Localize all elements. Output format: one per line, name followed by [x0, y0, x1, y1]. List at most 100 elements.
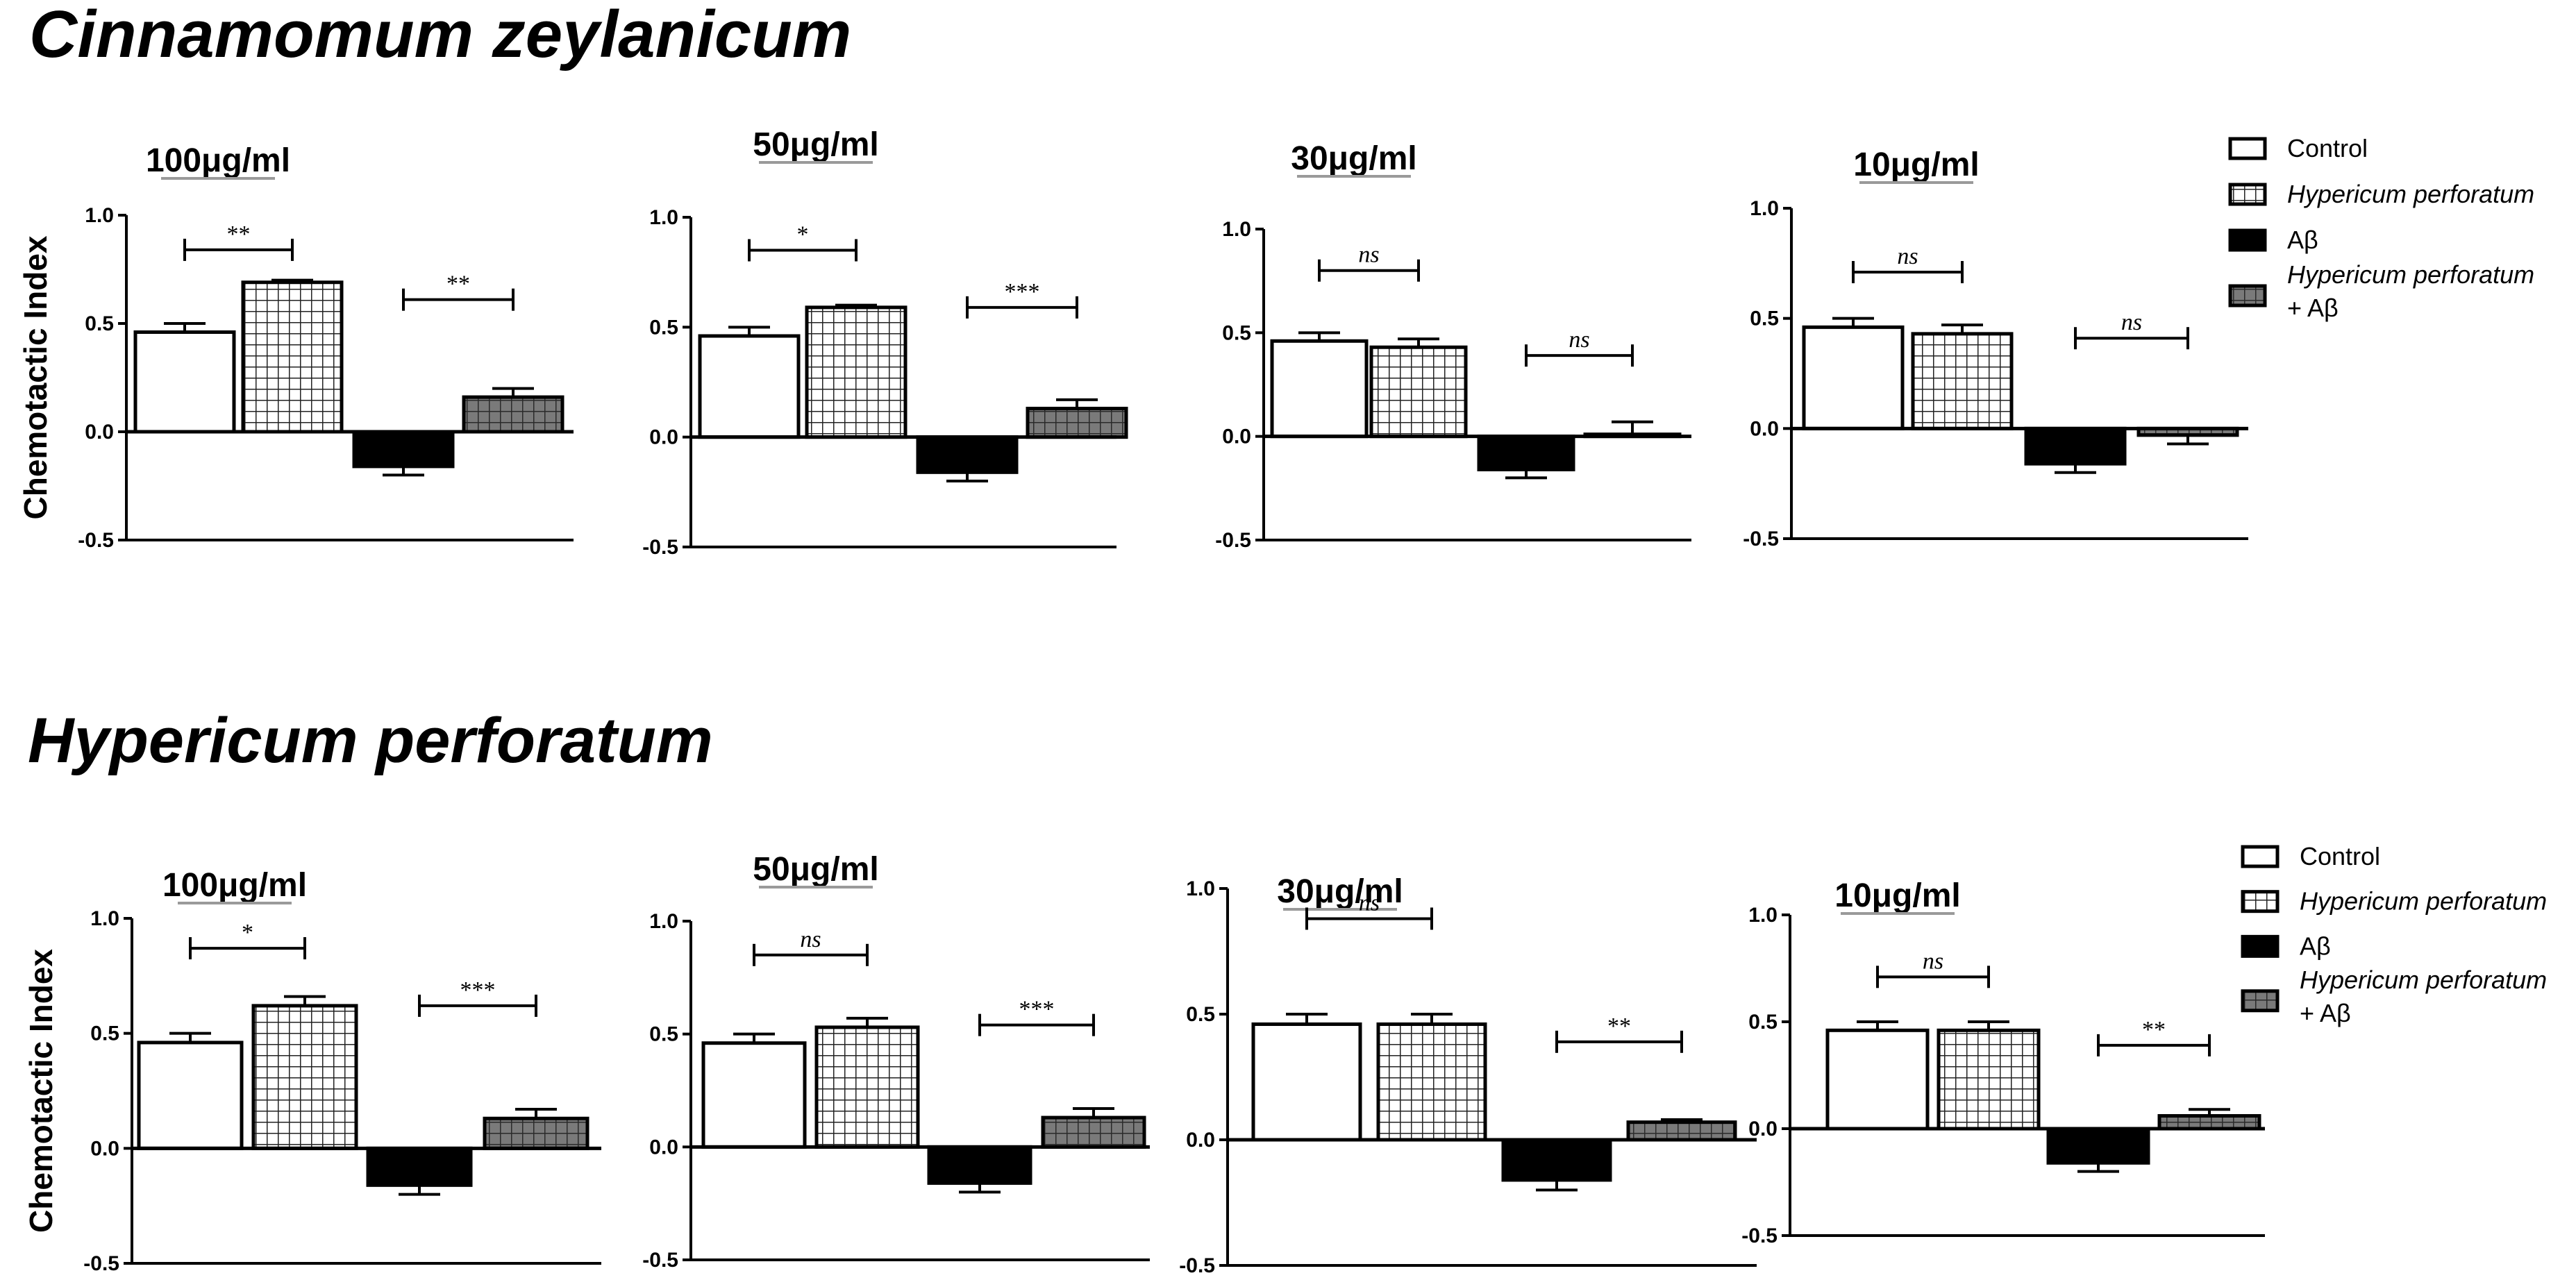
bar-1 [133, 330, 236, 434]
y-tick-label: 1.0 [1222, 218, 1251, 241]
bar-3 [1477, 435, 1575, 471]
legend-label: Hypericum perforatum [2300, 887, 2547, 916]
chart-panel-7: 30μg/ml1.00.50.0-0.5ns** [1179, 873, 1757, 1277]
y-axis-label: Chemotactic Index [17, 235, 53, 519]
y-tick-label: 0.0 [649, 426, 678, 449]
significance-label: ns [1359, 890, 1380, 916]
y-tick-label: -0.5 [642, 1249, 678, 1272]
legend-label: Hypericum perforatum [2287, 260, 2534, 289]
y-tick-label: 0.0 [1750, 417, 1779, 440]
legend-label-2: + Aβ [2287, 294, 2339, 322]
panel-title: 100μg/ml [162, 867, 307, 904]
legend-label: Hypericum perforatum [2287, 180, 2534, 208]
panel-title: 50μg/ml [753, 126, 878, 163]
significance-label: ns [1569, 327, 1589, 353]
significance-label: * [797, 222, 809, 248]
y-tick-label: 0.0 [90, 1137, 119, 1160]
bar-4 [1626, 1120, 1737, 1142]
bar-2 [251, 1004, 358, 1150]
y-tick-label: -0.5 [1743, 528, 1779, 550]
significance-label: ns [1897, 244, 1918, 269]
chart-panel-2: 50μg/ml1.00.50.0-0.5**** [642, 126, 1128, 559]
significance-bracket [402, 288, 515, 311]
panel-title: 30μg/ml [1291, 140, 1416, 177]
chart-panel-1: 100μg/ml 1.0 0.5 0.0 -0.5 Chemotactic Index **… [17, 142, 574, 552]
significance-bracket [1555, 1030, 1683, 1053]
significance-bracket [753, 943, 869, 966]
significance-bracket [978, 1013, 1095, 1036]
y-tick-label: 0.5 [90, 1022, 119, 1045]
section-title-hypericum: Hypericum perforatum [28, 705, 713, 776]
significance-label: ** [227, 221, 251, 247]
y-tick-label: 1.0 [1750, 197, 1779, 220]
legend-swatch [2228, 284, 2267, 308]
bar-4 [483, 1116, 589, 1150]
legend-swatch [2241, 934, 2280, 958]
bar-4 [462, 395, 564, 434]
bar-4 [1041, 1115, 1146, 1149]
significance-bracket [1876, 966, 1990, 988]
panel-title: 50μg/ml [753, 851, 878, 888]
bar-3 [2024, 426, 2127, 466]
legend-swatch [2228, 137, 2267, 160]
legend-label: Control [2287, 134, 2368, 162]
bar-1 [701, 1041, 807, 1149]
y-tick-label: 1.0 [90, 907, 119, 930]
significance-bracket [748, 239, 858, 262]
panel-title: 10μg/ml [1853, 146, 1979, 183]
y-tick-label: 0.5 [85, 312, 114, 335]
panel-title: 10μg/ml [1834, 877, 1960, 914]
y-axis-label: Chemotactic Index [23, 949, 59, 1233]
bar-4 [2157, 1114, 2261, 1131]
section-title-cinnamomum: Cinnamomum zeylanicum [29, 0, 851, 71]
bar-2 [814, 1025, 920, 1149]
significance-bracket [183, 238, 294, 261]
bar-2 [1937, 1028, 2041, 1131]
bar-1 [1825, 1028, 1930, 1131]
legend-label: Aβ [2300, 932, 2331, 960]
significance-label: ns [1923, 948, 1943, 974]
significance-bracket [1318, 259, 1420, 282]
panel-title: 100μg/ml [146, 142, 290, 179]
legend-swatch [2241, 845, 2280, 868]
legend-label: Aβ [2287, 226, 2318, 254]
y-tick-label: 0.5 [649, 1023, 678, 1046]
bar-3 [352, 430, 455, 469]
y-tick-label: 1.0 [1186, 877, 1215, 900]
significance-bracket [966, 296, 1078, 319]
y-tick-label: -0.5 [1179, 1254, 1215, 1277]
y-tick-label: -0.5 [642, 536, 678, 559]
legend-swatch [2228, 228, 2267, 252]
y-tick-label: 1.0 [1748, 904, 1778, 927]
y-tick-label: 0.0 [1222, 426, 1251, 448]
y-tick-label: -0.5 [78, 529, 114, 552]
bar-2 [1911, 332, 2014, 430]
bar-1 [137, 1041, 244, 1150]
y-tick-label: 1.0 [649, 206, 678, 229]
significance-label: *** [1005, 279, 1040, 305]
bar-3 [927, 1145, 1032, 1185]
significance-bracket [1525, 344, 1634, 367]
y-tick-label: -0.5 [83, 1252, 119, 1275]
significance-label: ns [1358, 242, 1379, 268]
significance-bracket [2097, 1034, 2211, 1056]
bar-2 [805, 305, 908, 439]
y-tick-label: 1.0 [85, 204, 114, 227]
y-tick-label: 0.0 [1748, 1118, 1778, 1140]
y-tick-label: 1.0 [649, 910, 678, 933]
significance-bracket [2074, 327, 2189, 350]
bar-2 [241, 280, 344, 434]
significance-label: *** [1019, 997, 1055, 1022]
bar-4 [1026, 407, 1128, 439]
bar-3 [2046, 1127, 2150, 1165]
y-tick-label: 0.5 [1750, 308, 1779, 330]
bar-3 [916, 435, 1019, 474]
significance-label: * [242, 920, 253, 945]
bar-3 [366, 1146, 473, 1187]
y-tick-label: 0.0 [85, 421, 114, 444]
bar-1 [1270, 339, 1369, 439]
